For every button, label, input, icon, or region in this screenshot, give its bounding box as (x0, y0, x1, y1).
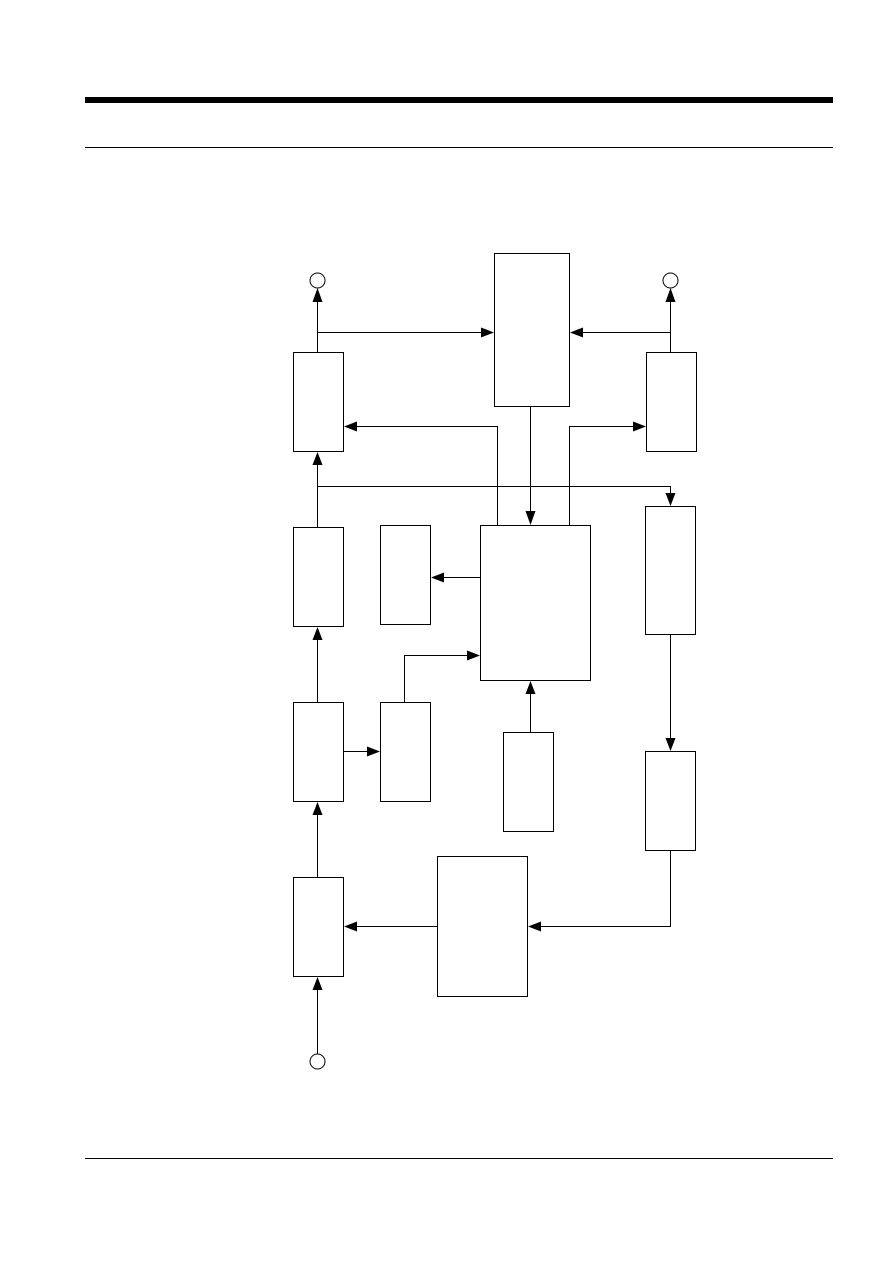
top-center-block (494, 253, 570, 407)
header-thick-rule (85, 97, 833, 103)
wire-central-to-right-upper (569, 426, 636, 525)
arrowhead-left-bottom-center (528, 921, 541, 932)
header-thin-rule (85, 147, 833, 148)
arrowhead-up-left-bottom (312, 977, 323, 990)
arrowhead-left-small-mid (431, 572, 444, 583)
wire-central-to-left-upper (353, 426, 498, 525)
below-center-block (503, 732, 554, 832)
bottom-center-block (437, 856, 528, 997)
arrowhead-up-left-mid (312, 627, 323, 640)
arrowhead-up-central (525, 681, 536, 694)
arrowhead-right-central (467, 650, 480, 661)
top-right-terminal (662, 272, 679, 289)
arrowhead-down-right-mid (665, 493, 676, 506)
arrowhead-down-central (525, 511, 536, 525)
arrowhead-left-left-bottom (344, 921, 357, 932)
arrowhead-down-right-lower (665, 738, 676, 751)
right-upper-block (646, 352, 697, 452)
left-mid-block (293, 527, 344, 627)
arrowhead-right-small-lower (367, 746, 380, 757)
arrowhead-right-top-center (481, 327, 494, 338)
small-lower-block (380, 702, 431, 802)
small-mid-block (380, 525, 431, 625)
arrowhead-left-top-center (570, 327, 583, 338)
central-block (480, 525, 591, 681)
bottom-terminal (309, 1053, 326, 1070)
arrowhead-left-left-upper (344, 421, 357, 432)
left-lower-block (293, 702, 344, 802)
footer-thin-rule (85, 1158, 833, 1159)
arrowhead-right-right-upper (633, 421, 646, 432)
arrowhead-up-top-right-terminal (665, 288, 676, 302)
wire-branch-to-right-mid (317, 486, 671, 496)
left-upper-block (293, 352, 344, 452)
top-left-terminal (309, 272, 326, 289)
right-mid-block (645, 506, 696, 635)
wire-small-lower-to-central (404, 655, 470, 702)
right-lower-block (645, 751, 696, 851)
left-bottom-block (293, 877, 344, 977)
arrowhead-up-left-upper (312, 452, 323, 465)
arrowhead-up-left-lower (312, 802, 323, 815)
arrowhead-up-top-left-terminal (312, 288, 323, 302)
wire-right-lower-to-bottom-center (537, 851, 671, 927)
